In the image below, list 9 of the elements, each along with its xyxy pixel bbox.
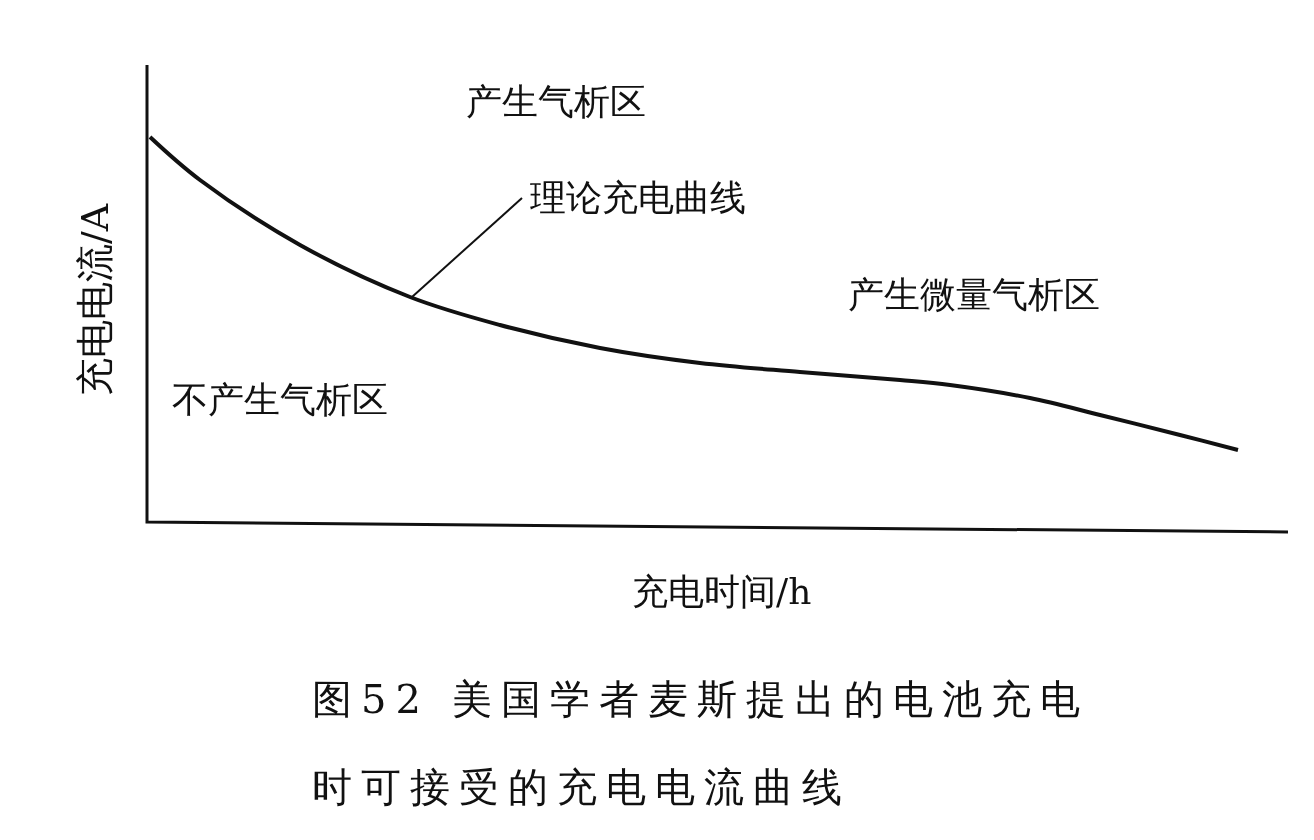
charging-current-curve (148, 135, 1239, 452)
curve-label: 理论充电曲线 (530, 178, 746, 218)
figure-caption: 图52 美国学者麦斯提出的电池充电时可接受的充电电流曲线 (312, 675, 1090, 812)
region-label: 产生气析区 (466, 82, 646, 122)
axis-title: 充电电流/A (75, 203, 117, 396)
region-label: 产生微量气析区 (848, 275, 1100, 315)
region-label: 不产生气析区 (172, 380, 388, 420)
axis-title: 充电时间/h (632, 572, 812, 612)
leader-line (411, 197, 523, 298)
